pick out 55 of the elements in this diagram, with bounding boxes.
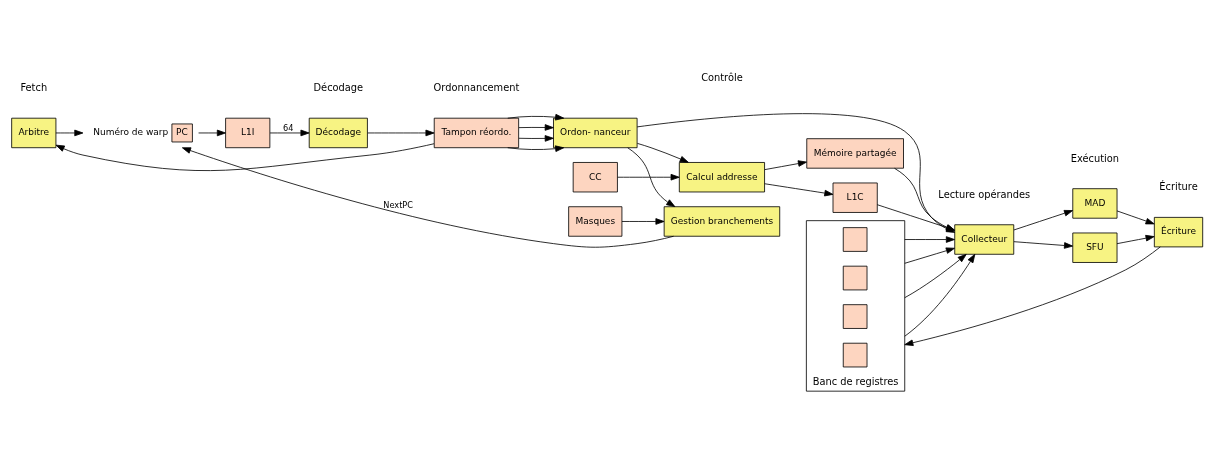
node-box: Collecteur [954, 224, 1015, 255]
arrow [181, 147, 674, 248]
node-box: L1I [225, 117, 271, 149]
node-box: Calcul addresse [678, 162, 765, 193]
arrow [904, 253, 976, 337]
arrow [904, 246, 1161, 346]
arrow [637, 143, 689, 163]
node-box: SFU [1072, 232, 1118, 263]
arrow [1116, 210, 1155, 225]
node-box: Tampon réordo. [433, 117, 520, 149]
arrow [269, 129, 310, 137]
arrow [507, 113, 565, 121]
label: Ordonnancement [433, 82, 520, 94]
arrow [1013, 210, 1074, 231]
node-box: Décodage [308, 117, 368, 149]
node-box: Arbitre [11, 117, 57, 149]
node-box: CC [572, 162, 618, 193]
edge-label: NextPC [383, 199, 414, 210]
arrow [764, 183, 834, 197]
arrow [904, 247, 955, 264]
arrow [507, 145, 565, 152]
label: Fetch [20, 82, 48, 94]
label: Contrôle [701, 71, 743, 83]
node-box: Ordon- nanceur [553, 117, 638, 149]
arrow [627, 147, 676, 208]
node-box [842, 304, 868, 329]
arrow [904, 236, 955, 243]
label: Décodage [313, 82, 364, 94]
node-box [842, 342, 868, 368]
label: Lecture opérandes [938, 188, 1031, 200]
arrow [518, 135, 554, 142]
node-box: Gestion branchements [663, 206, 781, 237]
arrow [1013, 241, 1074, 249]
arrow [55, 143, 435, 172]
node-box [842, 227, 868, 252]
node-box [842, 265, 868, 291]
node-box: MAD [1072, 188, 1118, 219]
arrow [764, 160, 807, 171]
node-box: L1C [832, 182, 878, 213]
arrow [55, 129, 84, 137]
node-box: Mémoire partagée [806, 138, 904, 169]
node-box: Masques [568, 206, 623, 237]
cluster: Banc de registres [805, 220, 906, 392]
label: Exécution [1070, 152, 1120, 164]
arrow [367, 129, 435, 137]
arrow [904, 253, 967, 299]
label: Écriture [1159, 181, 1198, 193]
arrow [617, 173, 680, 181]
edge-label: 64 [283, 122, 294, 133]
arrow [518, 124, 554, 131]
arrow [1116, 234, 1155, 245]
arrow [621, 218, 665, 225]
arrow [198, 129, 226, 137]
node-box: Écriture [1153, 216, 1204, 248]
node-label: Numéro de warp [93, 127, 169, 138]
